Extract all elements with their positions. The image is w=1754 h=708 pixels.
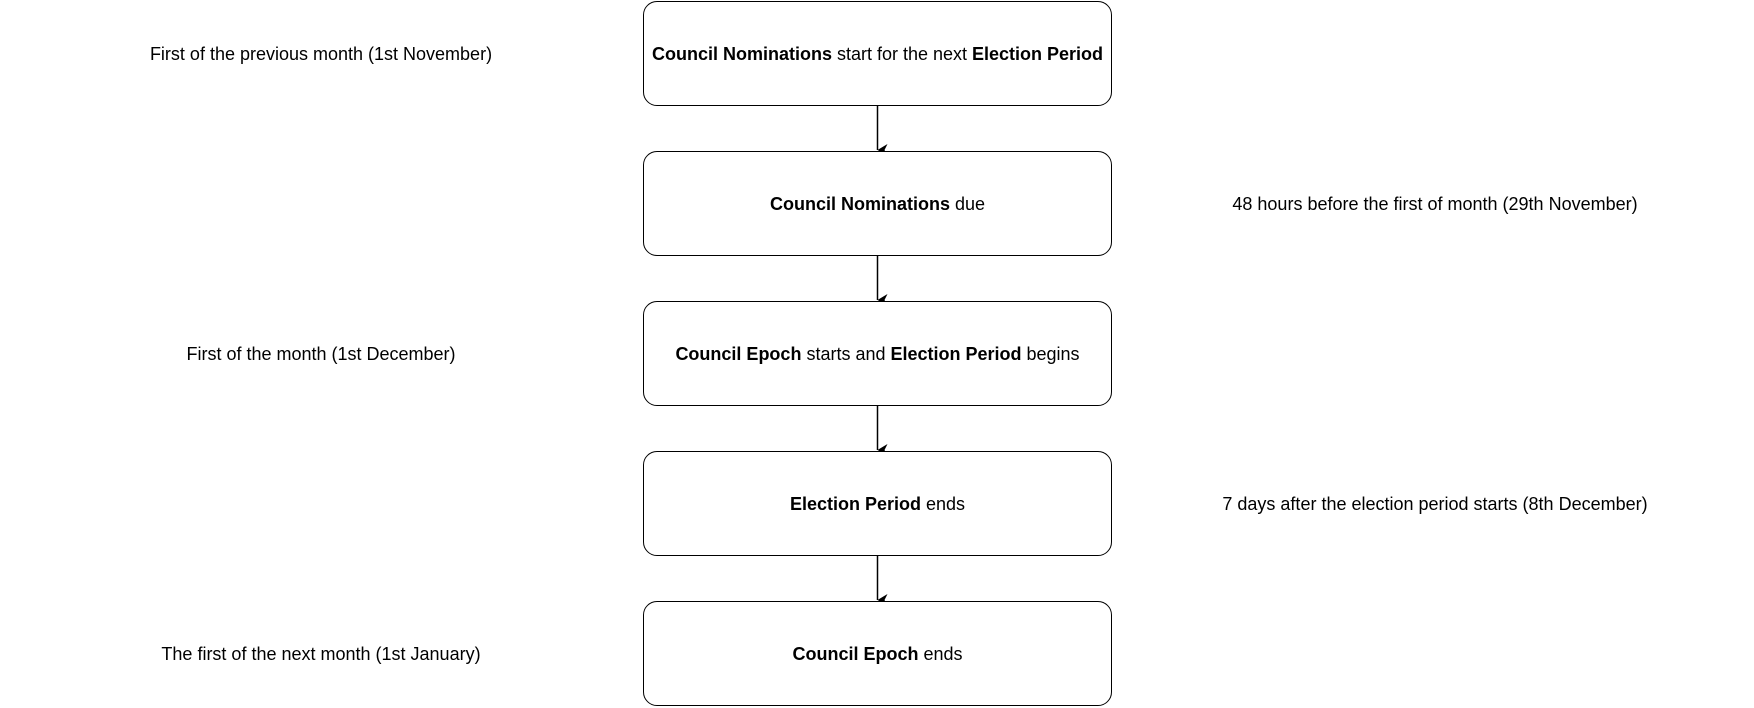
step-label-bold-part: Election Period: [972, 43, 1104, 64]
step-box-nominations-start: Council Nominations start for the next E…: [643, 1, 1112, 106]
step-label-bold-part: Council Epoch: [675, 343, 802, 364]
step-label: Council Nominations start for the next E…: [652, 43, 1103, 65]
step-box-epoch-end: Council Epoch ends: [643, 601, 1112, 706]
step-label-bold-part: Council Nominations: [651, 43, 832, 64]
step-label-part: due: [949, 193, 986, 214]
step-label-part: ends: [918, 643, 963, 664]
step-label-part: start for the next: [831, 43, 973, 64]
step-label-bold-part: Council Nominations: [769, 193, 950, 214]
step-label-bold-part: Council Epoch: [792, 643, 919, 664]
step-label: Council Epoch ends: [792, 643, 962, 665]
timing-note-nominations-due: 48 hours before the first of month (29th…: [1232, 193, 1638, 214]
step-label-part: ends: [920, 493, 966, 514]
timing-note-epoch-end: The first of the next month (1st January…: [161, 643, 481, 664]
step-label-part: starts and: [801, 343, 891, 364]
step-box-election-end: Election Period ends: [643, 451, 1112, 556]
step-label: Council Epoch starts and Election Period…: [675, 343, 1079, 365]
step-label-bold-part: Election Period: [890, 343, 1022, 364]
step-box-epoch-start: Council Epoch starts and Election Period…: [643, 301, 1112, 406]
timing-note-election-end: 7 days after the election period starts …: [1222, 493, 1648, 514]
step-label: Election Period ends: [790, 493, 965, 515]
step-box-nominations-due: Council Nominations due: [643, 151, 1112, 256]
step-label: Council Nominations due: [770, 193, 985, 215]
timing-note-nominations-start: First of the previous month (1st Novembe…: [149, 43, 493, 64]
step-label-bold-part: Election Period: [789, 493, 921, 514]
step-label-part: begins: [1021, 343, 1080, 364]
timing-note-epoch-start: First of the month (1st December): [186, 343, 456, 364]
